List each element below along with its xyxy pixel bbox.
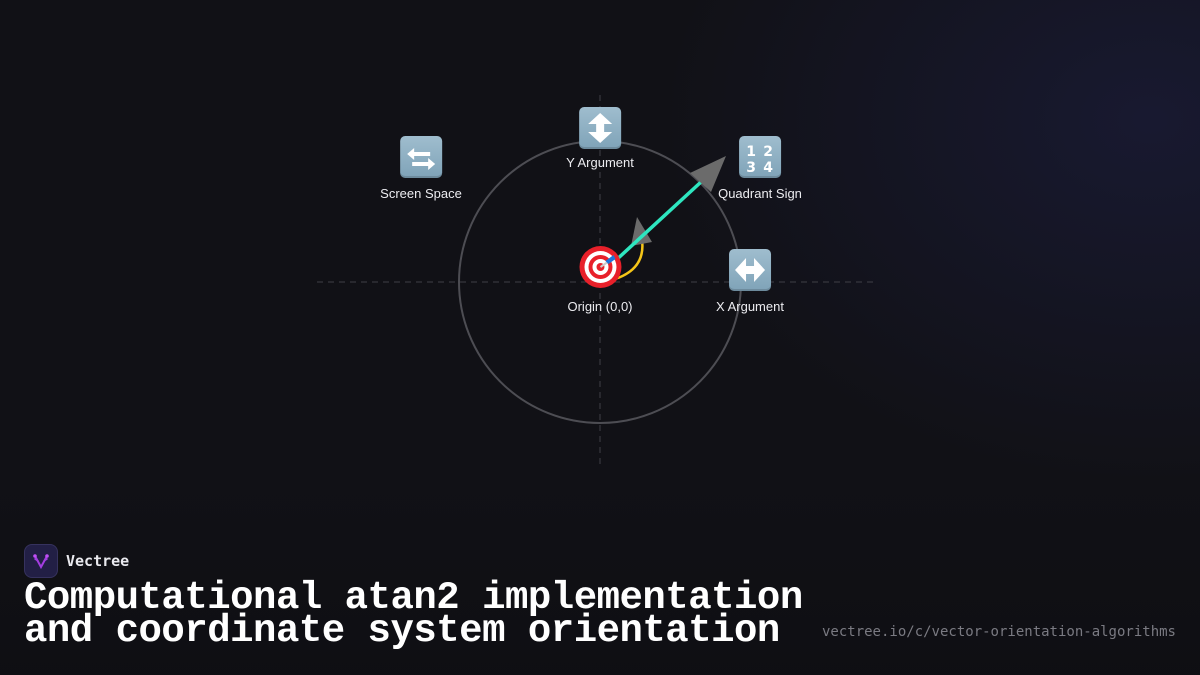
svg-text:1: 1 — [746, 144, 756, 160]
numbers-1234-icon: 1 2 3 4 — [739, 136, 781, 178]
vector-arrowhead — [690, 156, 726, 192]
node-label: Y Argument — [566, 155, 634, 170]
title-line-1: Computational atan2 implementation — [24, 576, 803, 620]
counterclockwise-arrows-icon — [399, 136, 442, 178]
title-line-2: and coordinate system orientation — [24, 609, 780, 653]
left-right-arrow-icon — [729, 249, 771, 291]
node-label: X Argument — [716, 299, 784, 314]
node-screen-space: Screen Space — [380, 136, 462, 201]
up-down-arrow-icon — [578, 107, 621, 149]
source-url: vectree.io/c/vector-orientation-algorith… — [821, 624, 1176, 640]
node-quadrant-sign: 1 2 3 4 Quadrant Sign — [718, 136, 802, 201]
node-origin: Origin (0,0) — [567, 245, 633, 314]
brand-name: Vectree — [66, 552, 130, 570]
node-y-argument: Y Argument — [566, 107, 634, 170]
vector-line — [612, 180, 703, 264]
node-label: Screen Space — [380, 186, 462, 201]
bullseye-target-icon — [578, 245, 622, 289]
page-title: Computational atan2 implementation and c… — [24, 576, 803, 653]
node-label: Origin (0,0) — [567, 299, 633, 314]
svg-text:3: 3 — [746, 160, 756, 174]
vectree-logo-icon — [24, 544, 58, 578]
node-label: Quadrant Sign — [718, 186, 802, 201]
svg-text:2: 2 — [763, 144, 773, 160]
angle-arc-arrowhead — [631, 217, 652, 246]
node-x-argument: X Argument — [716, 249, 784, 314]
brand: Vectree — [24, 544, 129, 578]
svg-text:4: 4 — [763, 160, 773, 174]
